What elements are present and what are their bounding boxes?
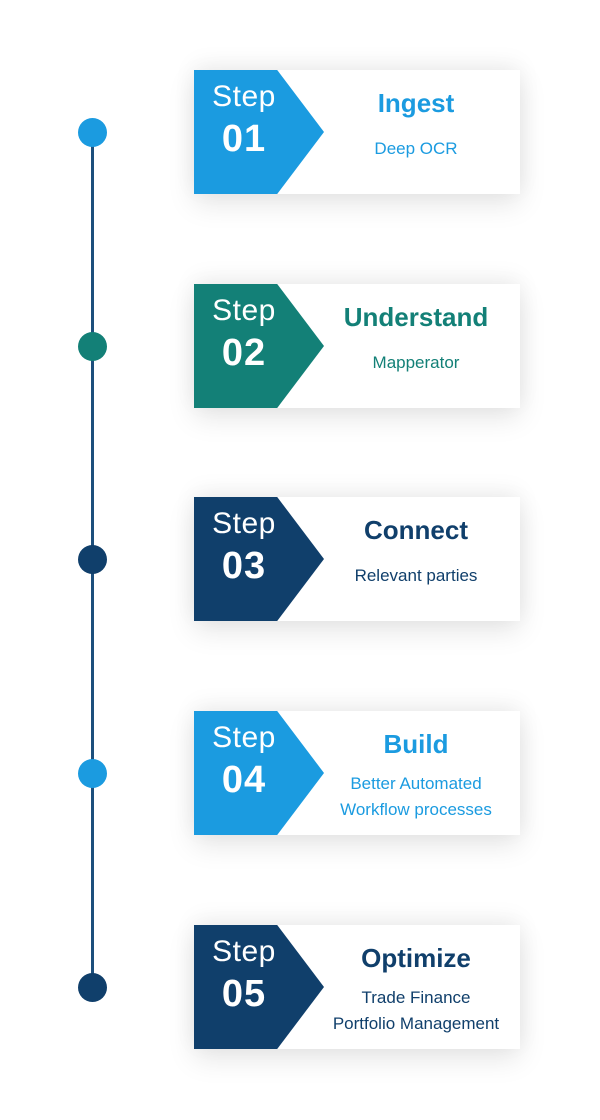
step-badge-1: Step 01 — [194, 70, 324, 194]
step-number: 01 — [221, 118, 267, 160]
step-card-5: Step 05 Optimize Trade Finance Portfolio… — [194, 925, 520, 1049]
step-subtitle: Trade Finance Portfolio Management — [306, 985, 526, 1037]
step-subtitle-line: Mapperator — [372, 353, 460, 372]
step-subtitle-line: Portfolio Management — [332, 1014, 500, 1033]
step-label: Step — [212, 80, 276, 113]
step-subtitle: Better Automated Workflow processes — [306, 771, 526, 823]
step-title: Build — [383, 729, 449, 759]
step-number: 03 — [221, 545, 267, 587]
step-badge-3: Step 03 — [194, 497, 324, 621]
timeline-dot-3 — [78, 545, 107, 574]
step-subtitle: Mapperator — [306, 350, 526, 376]
step-badge-4: Step 04 — [194, 711, 324, 835]
timeline-dot-5 — [78, 973, 107, 1002]
step-title: Understand — [343, 302, 489, 332]
step-subtitle-line: Relevant parties — [354, 566, 478, 585]
step-label: Step — [212, 721, 276, 754]
step-subtitle-line: Better Automated — [350, 774, 482, 793]
step-card-2: Step 02 Understand Mapperator — [194, 284, 520, 408]
step-subtitle-line: Workflow processes — [340, 800, 492, 819]
step-label: Step — [212, 935, 276, 968]
step-title: Connect — [364, 515, 468, 545]
step-title: Ingest — [377, 88, 455, 118]
step-subtitle: Relevant parties — [306, 563, 526, 589]
step-card-3: Step 03 Connect Relevant parties — [194, 497, 520, 621]
step-subtitle-line: Trade Finance — [361, 988, 471, 1007]
step-number: 04 — [221, 759, 267, 801]
step-badge-2: Step 02 — [194, 284, 324, 408]
timeline-dot-2 — [78, 332, 107, 361]
step-number: 02 — [221, 332, 267, 374]
step-number: 05 — [221, 973, 267, 1015]
step-card-1: Step 01 Ingest Deep OCR — [194, 70, 520, 194]
timeline-dot-1 — [78, 118, 107, 147]
step-subtitle: Deep OCR — [306, 136, 526, 162]
timeline-dot-4 — [78, 759, 107, 788]
step-title: Optimize — [361, 943, 471, 973]
step-card-4: Step 04 Build Better Automated Workflow … — [194, 711, 520, 835]
step-label: Step — [212, 294, 276, 327]
step-badge-5: Step 05 — [194, 925, 324, 1049]
step-subtitle-line: Deep OCR — [374, 139, 458, 158]
step-label: Step — [212, 507, 276, 540]
